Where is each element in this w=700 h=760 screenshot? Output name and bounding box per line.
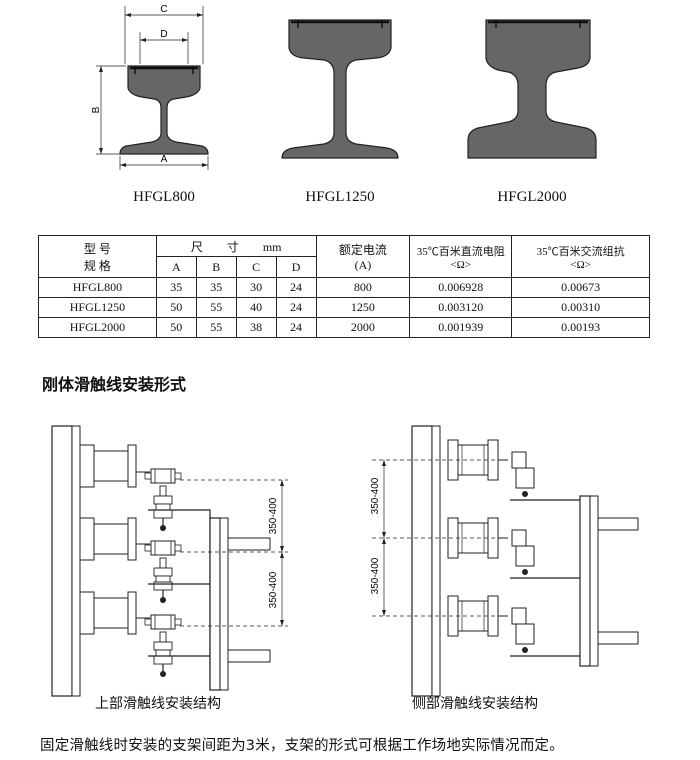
caption-side-mounted: 侧部滑触线安装结构 bbox=[412, 696, 538, 712]
spacing-label-side-2: 350-400 bbox=[370, 557, 381, 594]
spacing-label-top-2: 350-400 bbox=[268, 571, 279, 608]
cell-current: 800 bbox=[315, 277, 411, 298]
profile-name-hfgl1250: HFGL1250 bbox=[305, 189, 375, 205]
rail-profiles: C D B A bbox=[91, 4, 597, 170]
dim-a-label: A bbox=[161, 154, 168, 165]
footnote: 固定滑触线时安装的支架间距为3米，支架的形式可根据工作场地实际情况而定。 bbox=[40, 738, 564, 754]
cell-d: 24 bbox=[275, 277, 317, 298]
profile-name-hfgl2000: HFGL2000 bbox=[497, 189, 567, 205]
cell-c: 30 bbox=[235, 277, 277, 298]
profile-name-hfgl800: HFGL800 bbox=[133, 189, 195, 205]
cell-ac: 0.00673 bbox=[511, 277, 650, 298]
cell-ac: 0.00193 bbox=[511, 317, 650, 338]
table-row: HFGL800 35 35 30 24 800 0.006928 0.00673 bbox=[38, 277, 650, 298]
cell-a: 50 bbox=[155, 317, 197, 338]
header-sub-c: C bbox=[235, 256, 277, 278]
dim-d-label: D bbox=[160, 29, 167, 40]
cell-c: 40 bbox=[235, 297, 277, 318]
cell-model: HFGL800 bbox=[38, 277, 157, 298]
cell-model: HFGL2000 bbox=[38, 317, 157, 338]
header-current: 额定电流 (A) bbox=[315, 235, 411, 278]
cell-b: 55 bbox=[195, 297, 237, 318]
header-size: 尺 寸 mm bbox=[155, 235, 317, 257]
cell-a: 35 bbox=[155, 277, 197, 298]
profile-hfgl1250 bbox=[281, 19, 399, 159]
header-ac-impedance: 35℃百米交流组抗 <Ω> bbox=[511, 235, 650, 278]
cell-ac: 0.00310 bbox=[511, 297, 650, 318]
cell-dc: 0.001939 bbox=[409, 317, 513, 338]
cell-current: 2000 bbox=[315, 317, 411, 338]
installation-diagrams: 350-400 350-400 bbox=[51, 425, 639, 697]
spec-table: 型 号 规 格 尺 寸 mm 额定电流 (A) 35℃百米直流电阻 <Ω> 35… bbox=[38, 235, 650, 338]
header-sub-b: B bbox=[195, 256, 237, 278]
diagram-side-mounted: 350-400 350-400 bbox=[370, 425, 639, 697]
dim-c-label: C bbox=[160, 4, 167, 15]
header-dc-resistance: 35℃百米直流电阻 <Ω> bbox=[409, 235, 513, 278]
cell-model: HFGL1250 bbox=[38, 297, 157, 318]
profile-hfgl2000 bbox=[467, 19, 597, 159]
dim-b-label: B bbox=[91, 106, 102, 113]
cell-d: 24 bbox=[275, 317, 317, 338]
header-sub-a: A bbox=[155, 256, 197, 278]
table-row: HFGL2000 50 55 38 24 2000 0.001939 0.001… bbox=[38, 317, 650, 338]
header-sub-d: D bbox=[275, 256, 317, 278]
diagram-top-mounted: 350-400 350-400 bbox=[51, 425, 288, 697]
section-title: 刚体滑触线安装形式 bbox=[42, 375, 187, 394]
table-row: HFGL1250 50 55 40 24 1250 0.003120 0.003… bbox=[38, 297, 650, 318]
spacing-label-side-1: 350-400 bbox=[370, 477, 381, 514]
cell-d: 24 bbox=[275, 297, 317, 318]
cell-b: 35 bbox=[195, 277, 237, 298]
spacing-label-top-1: 350-400 bbox=[268, 497, 279, 534]
header-model: 型 号 规 格 bbox=[38, 235, 157, 278]
caption-top-mounted: 上部滑触线安装结构 bbox=[95, 696, 221, 712]
cell-dc: 0.006928 bbox=[409, 277, 513, 298]
profile-hfgl800: C D B A bbox=[91, 4, 209, 170]
cell-a: 50 bbox=[155, 297, 197, 318]
cell-dc: 0.003120 bbox=[409, 297, 513, 318]
cell-current: 1250 bbox=[315, 297, 411, 318]
cell-c: 38 bbox=[235, 317, 277, 338]
cell-b: 55 bbox=[195, 317, 237, 338]
